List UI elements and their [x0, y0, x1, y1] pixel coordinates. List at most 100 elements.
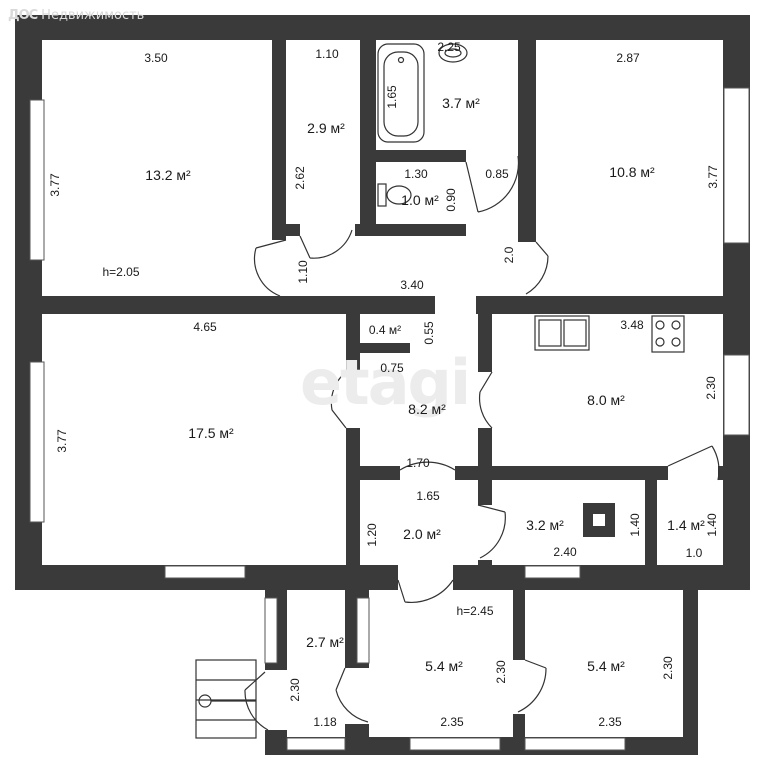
dimension: 2.30: [288, 678, 302, 702]
wall-corridor-right: [360, 40, 376, 236]
dimension: 0.55: [422, 321, 436, 345]
watermark: etagi: [300, 346, 471, 419]
ceiling-height: h=2.05: [102, 265, 140, 279]
dimension: 4.65: [193, 320, 217, 334]
room-area: 2.7 м²: [306, 634, 344, 650]
room-area: 2.0 м²: [403, 526, 441, 542]
dimension: 2.30: [661, 656, 675, 680]
door-swing: [335, 667, 369, 723]
stove-icon: [651, 315, 685, 353]
wall-storage-bottom: [360, 343, 410, 353]
brand-header: ДОС Недвижимость: [8, 8, 144, 23]
door-swing: [330, 371, 347, 429]
wall-row1-bottom-left: [42, 296, 435, 314]
window: [524, 737, 626, 751]
dimension: 1.70: [406, 456, 430, 470]
dimension: 0.85: [485, 167, 509, 181]
door-opening: [518, 242, 536, 294]
dimension: 2.62: [293, 166, 307, 190]
door-opening: [345, 668, 369, 724]
room-area: 5.4 м²: [425, 658, 463, 674]
door-swing: [465, 155, 520, 213]
fixtures: [377, 43, 685, 537]
brand-name: Недвижимость: [41, 8, 145, 23]
porch: [195, 659, 257, 739]
window: [524, 565, 581, 579]
window: [29, 99, 45, 261]
wall-house-bottom: [15, 565, 750, 590]
wall-pantry-right: [645, 480, 657, 565]
door-opening: [513, 660, 525, 714]
dimension: 2.35: [598, 715, 622, 729]
doors: [244, 150, 720, 731]
room-area: 8.0 м²: [587, 392, 625, 408]
door-opening: [478, 505, 492, 560]
dimension: 0.90: [444, 188, 458, 212]
wall-annex-right: [683, 590, 698, 755]
door-swing: [397, 579, 454, 603]
window: [264, 597, 278, 664]
dimension: 1.40: [705, 513, 719, 537]
room-area: 13.2 м²: [145, 167, 191, 183]
door-opening: [466, 150, 518, 162]
dimension: 3.40: [400, 278, 424, 292]
toilet-icon: [377, 183, 387, 207]
washbasin-icon: [438, 43, 468, 63]
dimension: 1.0: [685, 546, 703, 560]
ceiling-height: h=2.45: [456, 604, 494, 618]
dimension: 3.77: [55, 429, 69, 453]
wall-top: [15, 15, 750, 40]
door-swing: [253, 239, 287, 297]
dimension: 3.77: [48, 173, 62, 197]
rail-post: [198, 694, 212, 708]
wall-bath-bottom: [376, 150, 466, 162]
room-area: 3.2 м²: [526, 517, 564, 533]
door-opening: [478, 372, 492, 428]
dimension: 3.48: [620, 318, 644, 332]
dimension: 1.65: [385, 85, 399, 109]
wall-row1-bottom-right: [476, 296, 723, 314]
door-opening: [265, 670, 287, 730]
dimension: 1.10: [296, 260, 310, 284]
dimension: 0.75: [380, 361, 404, 375]
door-opening: [398, 565, 453, 590]
dimension: 2.0: [502, 246, 516, 264]
room-area: 5.4 м²: [587, 658, 625, 674]
window: [164, 565, 246, 579]
window: [409, 737, 501, 751]
door-swing: [525, 241, 549, 295]
door-swing: [478, 371, 493, 429]
dimension: 1.18: [313, 715, 337, 729]
dimension: 1.20: [365, 523, 379, 547]
dimension: 1.10: [315, 47, 339, 61]
door-swing: [244, 671, 269, 731]
dimension: 3.77: [706, 165, 720, 189]
door-opening: [300, 224, 355, 236]
dimension: 3.50: [144, 51, 168, 65]
room-area: 8.2 м²: [408, 401, 446, 417]
room-area: 17.5 м²: [188, 425, 234, 441]
dimension: 2.30: [704, 376, 718, 400]
kitchen-sink-icon: [534, 315, 590, 351]
dimension: 2.25: [437, 40, 461, 54]
window: [723, 354, 750, 436]
dimension: 1.40: [628, 513, 642, 537]
window: [356, 597, 370, 664]
window: [723, 87, 750, 244]
window: [29, 361, 45, 523]
wall-bath-right: [518, 40, 536, 294]
wall-room1-right: [272, 40, 286, 296]
bathtub-icon: [377, 43, 425, 143]
door-opening: [272, 240, 286, 296]
door-opening: [346, 372, 360, 428]
brand-logo: ДОС: [8, 8, 38, 23]
dimension: 1.65: [416, 489, 440, 503]
dimension: 2.35: [440, 715, 464, 729]
door-swing: [299, 229, 353, 259]
door-swing: [399, 461, 456, 471]
dimension: 2.40: [553, 545, 577, 559]
room-area: 3.7 м²: [442, 95, 480, 111]
porch-steps: [195, 659, 257, 739]
room-area: 2.9 м²: [307, 120, 345, 136]
